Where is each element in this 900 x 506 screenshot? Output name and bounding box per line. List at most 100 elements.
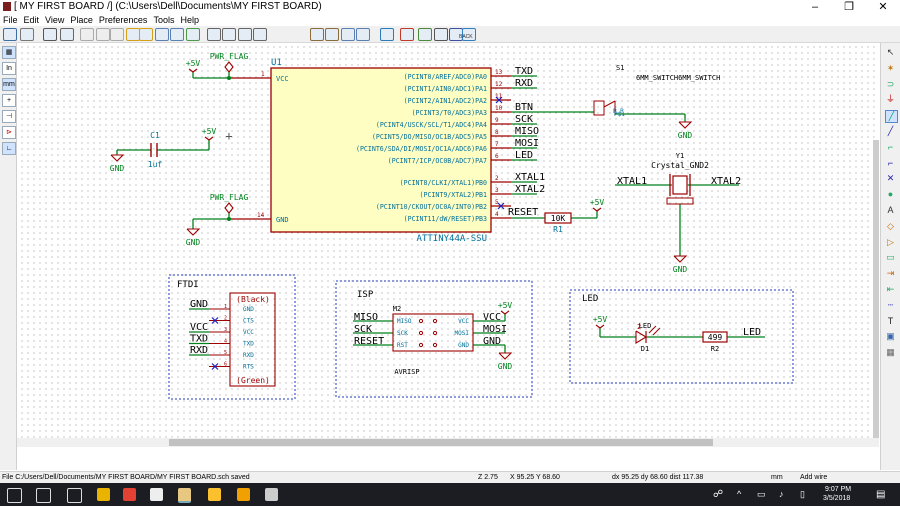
- hidden-pins-icon[interactable]: ⊣: [2, 110, 16, 123]
- copy-icon[interactable]: [96, 28, 110, 41]
- plot-icon[interactable]: [60, 28, 74, 41]
- hierarchical-sheet-icon[interactable]: ▭: [886, 252, 895, 263]
- u1-pin-num: 1: [261, 71, 265, 78]
- mm-units-button[interactable]: mm: [2, 78, 16, 91]
- highlight-net-icon[interactable]: ✶: [886, 62, 895, 73]
- no-connect-icon[interactable]: ✕: [886, 173, 895, 184]
- text-icon[interactable]: T: [887, 315, 894, 326]
- annotate-icon[interactable]: [380, 28, 394, 41]
- hierarchical-pin-icon[interactable]: ⇤: [886, 284, 895, 294]
- isp-value: AVRISP: [394, 368, 419, 376]
- leave-sheet-icon[interactable]: [325, 28, 339, 41]
- bus-icon[interactable]: ╱: [887, 126, 894, 136]
- horizontal-scrollbar[interactable]: [17, 438, 879, 447]
- select-icon[interactable]: ↖: [886, 47, 895, 57]
- zoom-in-icon[interactable]: [207, 28, 221, 41]
- zoom-out-icon[interactable]: [222, 28, 236, 41]
- net-label-icon[interactable]: A: [887, 205, 894, 215]
- junction-icon[interactable]: ●: [887, 189, 894, 200]
- delete-icon[interactable]: ▦: [886, 347, 895, 358]
- edge-icon[interactable]: [265, 488, 278, 501]
- wire-icon[interactable]: ╱: [885, 110, 898, 124]
- menu-view[interactable]: View: [45, 15, 65, 25]
- library-browser-icon[interactable]: [356, 28, 370, 41]
- graphic-line-icon[interactable]: ┄: [887, 299, 894, 310]
- net-label: LED: [515, 150, 533, 161]
- redo-icon[interactable]: [139, 28, 153, 41]
- horizontal-scroll-thumb[interactable]: [169, 439, 713, 446]
- wire-entry-icon[interactable]: ⌐: [887, 141, 894, 152]
- notifications-icon[interactable]: ▤: [876, 489, 886, 500]
- task-view-icon[interactable]: [67, 488, 82, 503]
- kicad-icon[interactable]: [178, 488, 191, 503]
- start-icon[interactable]: [7, 488, 22, 503]
- ftdi-pin-num: 1: [224, 304, 227, 310]
- app-icon[interactable]: [237, 488, 250, 501]
- menu-preferences[interactable]: Preferences: [98, 15, 148, 25]
- power-icon[interactable]: ⏚: [885, 94, 895, 105]
- minimize-button[interactable]: –: [811, 1, 819, 13]
- inch-units-button[interactable]: In: [2, 62, 16, 75]
- close-button[interactable]: ✕: [878, 1, 888, 13]
- people-icon[interactable]: ☍: [713, 489, 724, 500]
- import-pin-icon[interactable]: ⇥: [886, 268, 895, 279]
- search-icon[interactable]: [36, 488, 51, 503]
- netlist-icon[interactable]: [418, 28, 432, 41]
- u1-pin-num: 11: [495, 93, 503, 100]
- find-replace-icon[interactable]: [170, 28, 184, 41]
- library-editor-icon[interactable]: [341, 28, 355, 41]
- junction-dot: [227, 76, 231, 80]
- hierarchical-label-icon[interactable]: ▷: [887, 236, 894, 247]
- save-icon[interactable]: [3, 28, 17, 41]
- erc-icon[interactable]: [400, 28, 414, 41]
- bom-icon[interactable]: [434, 28, 448, 41]
- angle-constraint-icon[interactable]: ∟: [2, 142, 16, 155]
- s1-lever: [603, 100, 616, 108]
- refresh-icon[interactable]: [186, 28, 200, 41]
- menu-edit[interactable]: Edit: [23, 15, 40, 25]
- ftdi-pin-name: TXD: [243, 341, 254, 348]
- file-explorer-icon[interactable]: [97, 488, 110, 501]
- component-icon[interactable]: ⊃: [886, 78, 895, 89]
- net-label: XTAL2: [515, 184, 545, 195]
- clock-time[interactable]: 9:07 PM: [825, 486, 852, 493]
- paste-icon[interactable]: [110, 28, 124, 41]
- zoom-selection-icon[interactable]: [253, 28, 267, 41]
- eagle-icon[interactable]: [208, 488, 221, 501]
- hierarchy-icon[interactable]: [310, 28, 324, 41]
- zoom-fit-icon[interactable]: [238, 28, 252, 41]
- s1-body: [593, 100, 605, 116]
- global-label-icon[interactable]: ◇: [887, 220, 894, 231]
- menu-help[interactable]: Help: [180, 15, 199, 25]
- menu-file[interactable]: File: [3, 15, 18, 25]
- maximize-button[interactable]: ❐: [844, 1, 854, 13]
- gnd-label: GND: [186, 238, 201, 247]
- network-icon[interactable]: ▭: [757, 489, 766, 499]
- undo-icon[interactable]: [126, 28, 140, 41]
- back-annotate-icon[interactable]: [462, 28, 476, 41]
- cut-icon[interactable]: [80, 28, 94, 41]
- vertical-scroll-thumb[interactable]: [873, 140, 879, 438]
- tray-chevron-icon[interactable]: ^: [737, 489, 742, 499]
- isp-pad: [418, 318, 424, 324]
- net-label: TXD: [515, 66, 533, 77]
- chrome-icon[interactable]: [123, 488, 136, 501]
- battery-icon[interactable]: ▯: [800, 489, 805, 499]
- bus-entry-icon[interactable]: ⌐: [887, 157, 894, 168]
- menu-place[interactable]: Place: [70, 15, 93, 25]
- page-settings-icon[interactable]: [20, 28, 34, 41]
- clock-date[interactable]: 3/5/2018: [823, 495, 851, 502]
- find-icon[interactable]: [155, 28, 169, 41]
- image-icon[interactable]: ▣: [886, 331, 895, 342]
- gnd-symbol: [678, 121, 693, 129]
- schematic-sheet[interactable]: U1ATTINY44A-SSUVCC1+5VPWR_FLAGGND14GNDPW…: [17, 43, 879, 438]
- volume-icon[interactable]: ♪: [779, 489, 784, 499]
- cursor-shape-icon[interactable]: +: [2, 94, 16, 107]
- store-icon[interactable]: [150, 488, 163, 501]
- grid-toggle-icon[interactable]: ▦: [2, 46, 16, 59]
- bus-entry-orient-icon[interactable]: ⊳: [2, 126, 16, 139]
- menu-tools[interactable]: Tools: [153, 15, 175, 25]
- isp-left-pin: SCK: [397, 330, 408, 337]
- print-icon[interactable]: [43, 28, 57, 41]
